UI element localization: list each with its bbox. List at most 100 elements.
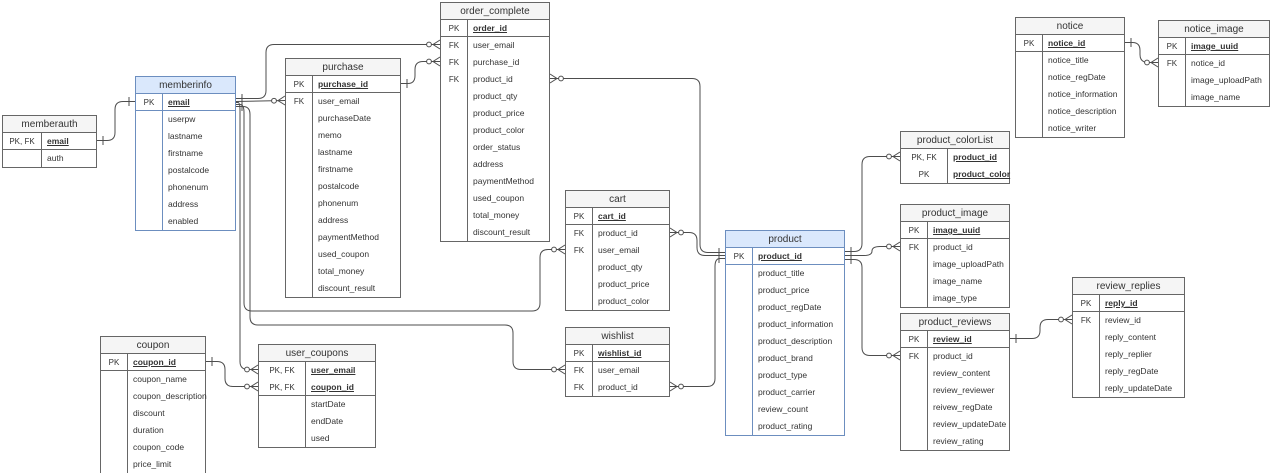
relationship-line[interactable] — [236, 102, 258, 370]
relation-product-wishlist[interactable] — [669, 254, 725, 392]
entity-field-row[interactable]: notice_title — [1016, 52, 1124, 69]
entity-field-row[interactable]: review_updateDate — [901, 416, 1009, 433]
entity-field-row[interactable]: product_color — [566, 293, 669, 310]
entity-field-row[interactable]: product_brand — [726, 350, 844, 367]
entity-field-row[interactable]: product_carrier — [726, 384, 844, 401]
entity-title[interactable]: memberauth — [3, 116, 96, 133]
entity-field-row[interactable]: product_information — [726, 316, 844, 333]
relationship-line[interactable] — [1125, 42, 1158, 63]
entity-field-row[interactable]: startDate — [259, 396, 375, 413]
entity-field-row[interactable]: reply_replier — [1073, 346, 1184, 363]
entity-field-row[interactable]: notice_regDate — [1016, 69, 1124, 86]
entity-title[interactable]: product_reviews — [901, 314, 1009, 331]
relation-memberinfo-memberauth[interactable] — [97, 97, 135, 145]
entity-field-row[interactable]: review_rating — [901, 433, 1009, 450]
entity-field-row[interactable]: product_rating — [726, 418, 844, 435]
relationship-line[interactable] — [97, 101, 135, 141]
relation-memberinfo-user_coupons[interactable] — [236, 98, 259, 375]
entity-field-row[interactable]: product_qty — [441, 88, 549, 105]
entity-field-row[interactable]: phonenum — [286, 195, 400, 212]
relation-product-product_reviews[interactable] — [845, 255, 901, 361]
entity-field-row[interactable]: product_price — [726, 282, 844, 299]
entity-field-row[interactable]: firstname — [286, 161, 400, 178]
entity-field-row[interactable]: firstname — [136, 145, 235, 162]
entity-field-row[interactable]: image_type — [901, 290, 1009, 307]
entity-field-row[interactable]: image_uploadPath — [901, 256, 1009, 273]
entity-title[interactable]: product_colorList — [901, 132, 1009, 149]
entity-field-row[interactable]: order_status — [441, 139, 549, 156]
entity-field-row[interactable]: postalcode — [136, 162, 235, 179]
entity-field-row[interactable]: review_count — [726, 401, 844, 418]
entity-title[interactable]: user_coupons — [259, 345, 375, 362]
entity-field-row[interactable]: userpw — [136, 111, 235, 128]
entity-field-row[interactable]: auth — [3, 150, 96, 167]
entity-field-row[interactable]: image_name — [901, 273, 1009, 290]
entity-field-row[interactable]: address — [136, 196, 235, 213]
entity-field-row[interactable]: price_limit — [101, 456, 205, 473]
relationship-line[interactable] — [206, 361, 258, 387]
entity-field-row[interactable]: product_regDate — [726, 299, 844, 316]
entity-field-row[interactable]: product_type — [726, 367, 844, 384]
entity-field-row[interactable]: endDate — [259, 413, 375, 430]
entity-title[interactable]: purchase — [286, 59, 400, 76]
relation-memberinfo-wishlist[interactable] — [236, 102, 566, 375]
entity-field-row[interactable]: reply_regDate — [1073, 363, 1184, 380]
entity-field-row[interactable]: purchaseDate — [286, 110, 400, 127]
entity-field-row[interactable]: review_reviewer — [901, 382, 1009, 399]
relationship-line[interactable] — [236, 44, 440, 99]
entity-field-row[interactable]: review_content — [901, 365, 1009, 382]
entity-field-row[interactable]: reivew_regDate — [901, 399, 1009, 416]
relation-notice-notice_image[interactable] — [1125, 38, 1159, 68]
entity-field-row[interactable]: product_color — [441, 122, 549, 139]
entity-field-row[interactable]: reply_content — [1073, 329, 1184, 346]
relationship-line[interactable] — [1010, 319, 1072, 339]
relation-product-cart[interactable] — [669, 227, 725, 260]
entity-field-row[interactable]: duration — [101, 422, 205, 439]
relationship-line[interactable] — [670, 232, 725, 256]
entity-field-row[interactable]: notice_writer — [1016, 120, 1124, 137]
entity-field-row[interactable]: used — [259, 430, 375, 447]
entity-field-row[interactable]: image_uploadPath — [1159, 72, 1269, 89]
entity-field-row[interactable]: notice_description — [1016, 103, 1124, 120]
entity-field-row[interactable]: address — [441, 156, 549, 173]
entity-field-row[interactable]: total_money — [441, 207, 549, 224]
relation-memberinfo-order_complete[interactable] — [236, 39, 441, 103]
relationship-line[interactable] — [550, 78, 725, 253]
relationship-line[interactable] — [236, 106, 565, 370]
relation-product-product_image[interactable] — [845, 241, 901, 260]
entity-field-row[interactable]: discount — [101, 405, 205, 422]
relation-memberinfo-purchase[interactable] — [235, 95, 286, 106]
relationship-line[interactable] — [845, 156, 900, 252]
entity-field-row[interactable]: product_description — [726, 333, 844, 350]
